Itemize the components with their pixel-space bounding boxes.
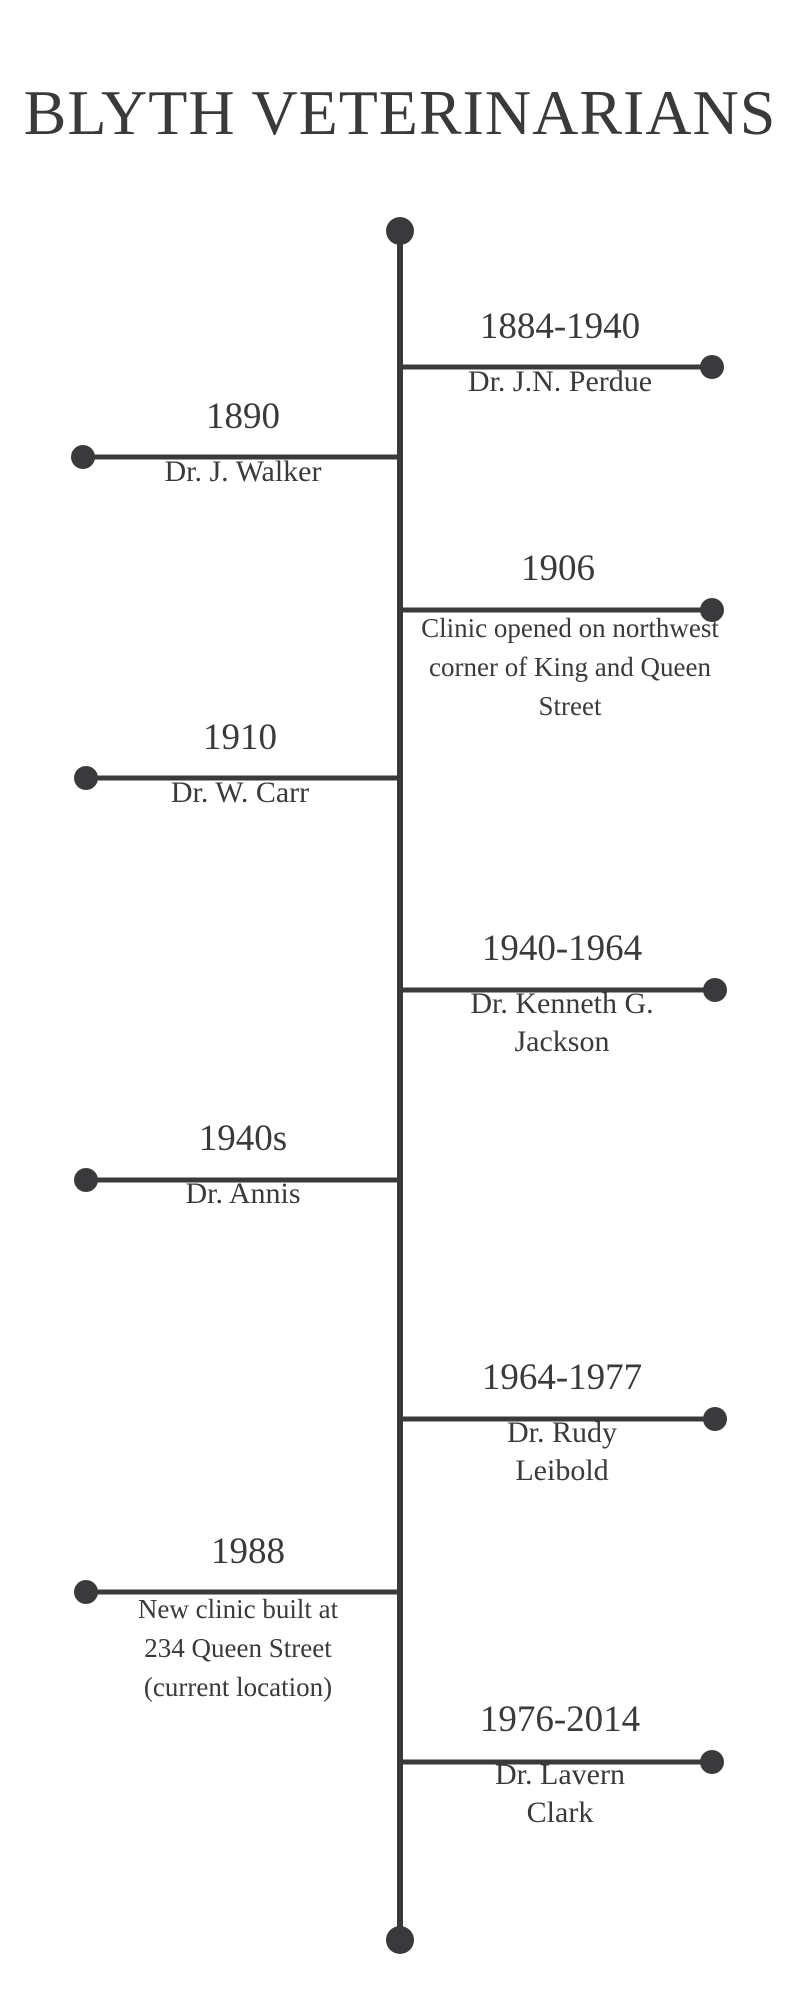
timeline-branch-dot <box>700 355 724 379</box>
event-1906: 1906 Clinic opened on northwest corner o… <box>405 548 735 726</box>
timeline-branch-dot <box>71 445 95 469</box>
timeline-end-dot <box>386 1926 414 1954</box>
event-description: Dr. Kenneth G. Jackson <box>470 986 654 1058</box>
event-description: Clinic opened on northwest corner of Kin… <box>421 612 719 721</box>
event-1884-1940: 1884-1940 Dr. J.N. Perdue <box>410 306 710 401</box>
event-1890: 1890 Dr. J. Walker <box>93 396 393 491</box>
event-1964-1977: 1964-1977 Dr. Rudy Leibold <box>412 1357 712 1490</box>
event-1976-2014: 1976-2014 Dr. Lavern Clark <box>410 1699 710 1832</box>
event-description: Dr. J.N. Perdue <box>467 364 653 398</box>
timeline-branch-dot <box>700 1750 724 1774</box>
event-description: Dr. Annis <box>185 1176 301 1210</box>
event-date: 1964-1977 <box>481 1357 643 1398</box>
event-1988: 1988 New clinic built at 234 Queen Stree… <box>88 1531 388 1707</box>
timeline-branch-dot <box>700 598 724 622</box>
event-1940-1964: 1940-1964 Dr. Kenneth G. Jackson <box>412 928 712 1061</box>
event-description: Dr. W. Carr <box>170 775 310 809</box>
timeline-start-dot <box>386 217 414 245</box>
event-date: 1940-1964 <box>481 928 643 969</box>
timeline-branch-dot <box>74 1168 98 1192</box>
event-date: 1940s <box>198 1118 288 1159</box>
timeline-branch-dot <box>703 978 727 1002</box>
event-description: Dr. Rudy Leibold <box>506 1415 617 1487</box>
event-description: Dr. J. Walker <box>164 454 322 488</box>
event-date: 1910 <box>203 717 277 758</box>
event-date: 1988 <box>211 1531 285 1572</box>
event-description: Dr. Lavern Clark <box>495 1757 625 1829</box>
timeline-branch-dot <box>74 766 98 790</box>
timeline-branches <box>71 355 727 1774</box>
page-title: BLYTH VETERINARIANS <box>23 77 777 148</box>
event-1910: 1910 Dr. W. Carr <box>90 717 390 812</box>
timeline-branch-dot <box>703 1407 727 1431</box>
event-1940s: 1940s Dr. Annis <box>93 1118 393 1213</box>
event-description: New clinic built at 234 Queen Street (cu… <box>137 1593 339 1702</box>
event-date: 1884-1940 <box>479 306 641 347</box>
event-date: 1976-2014 <box>479 1699 641 1740</box>
event-date: 1890 <box>206 396 280 437</box>
timeline-branch-dot <box>74 1580 98 1604</box>
event-date: 1906 <box>521 548 595 589</box>
